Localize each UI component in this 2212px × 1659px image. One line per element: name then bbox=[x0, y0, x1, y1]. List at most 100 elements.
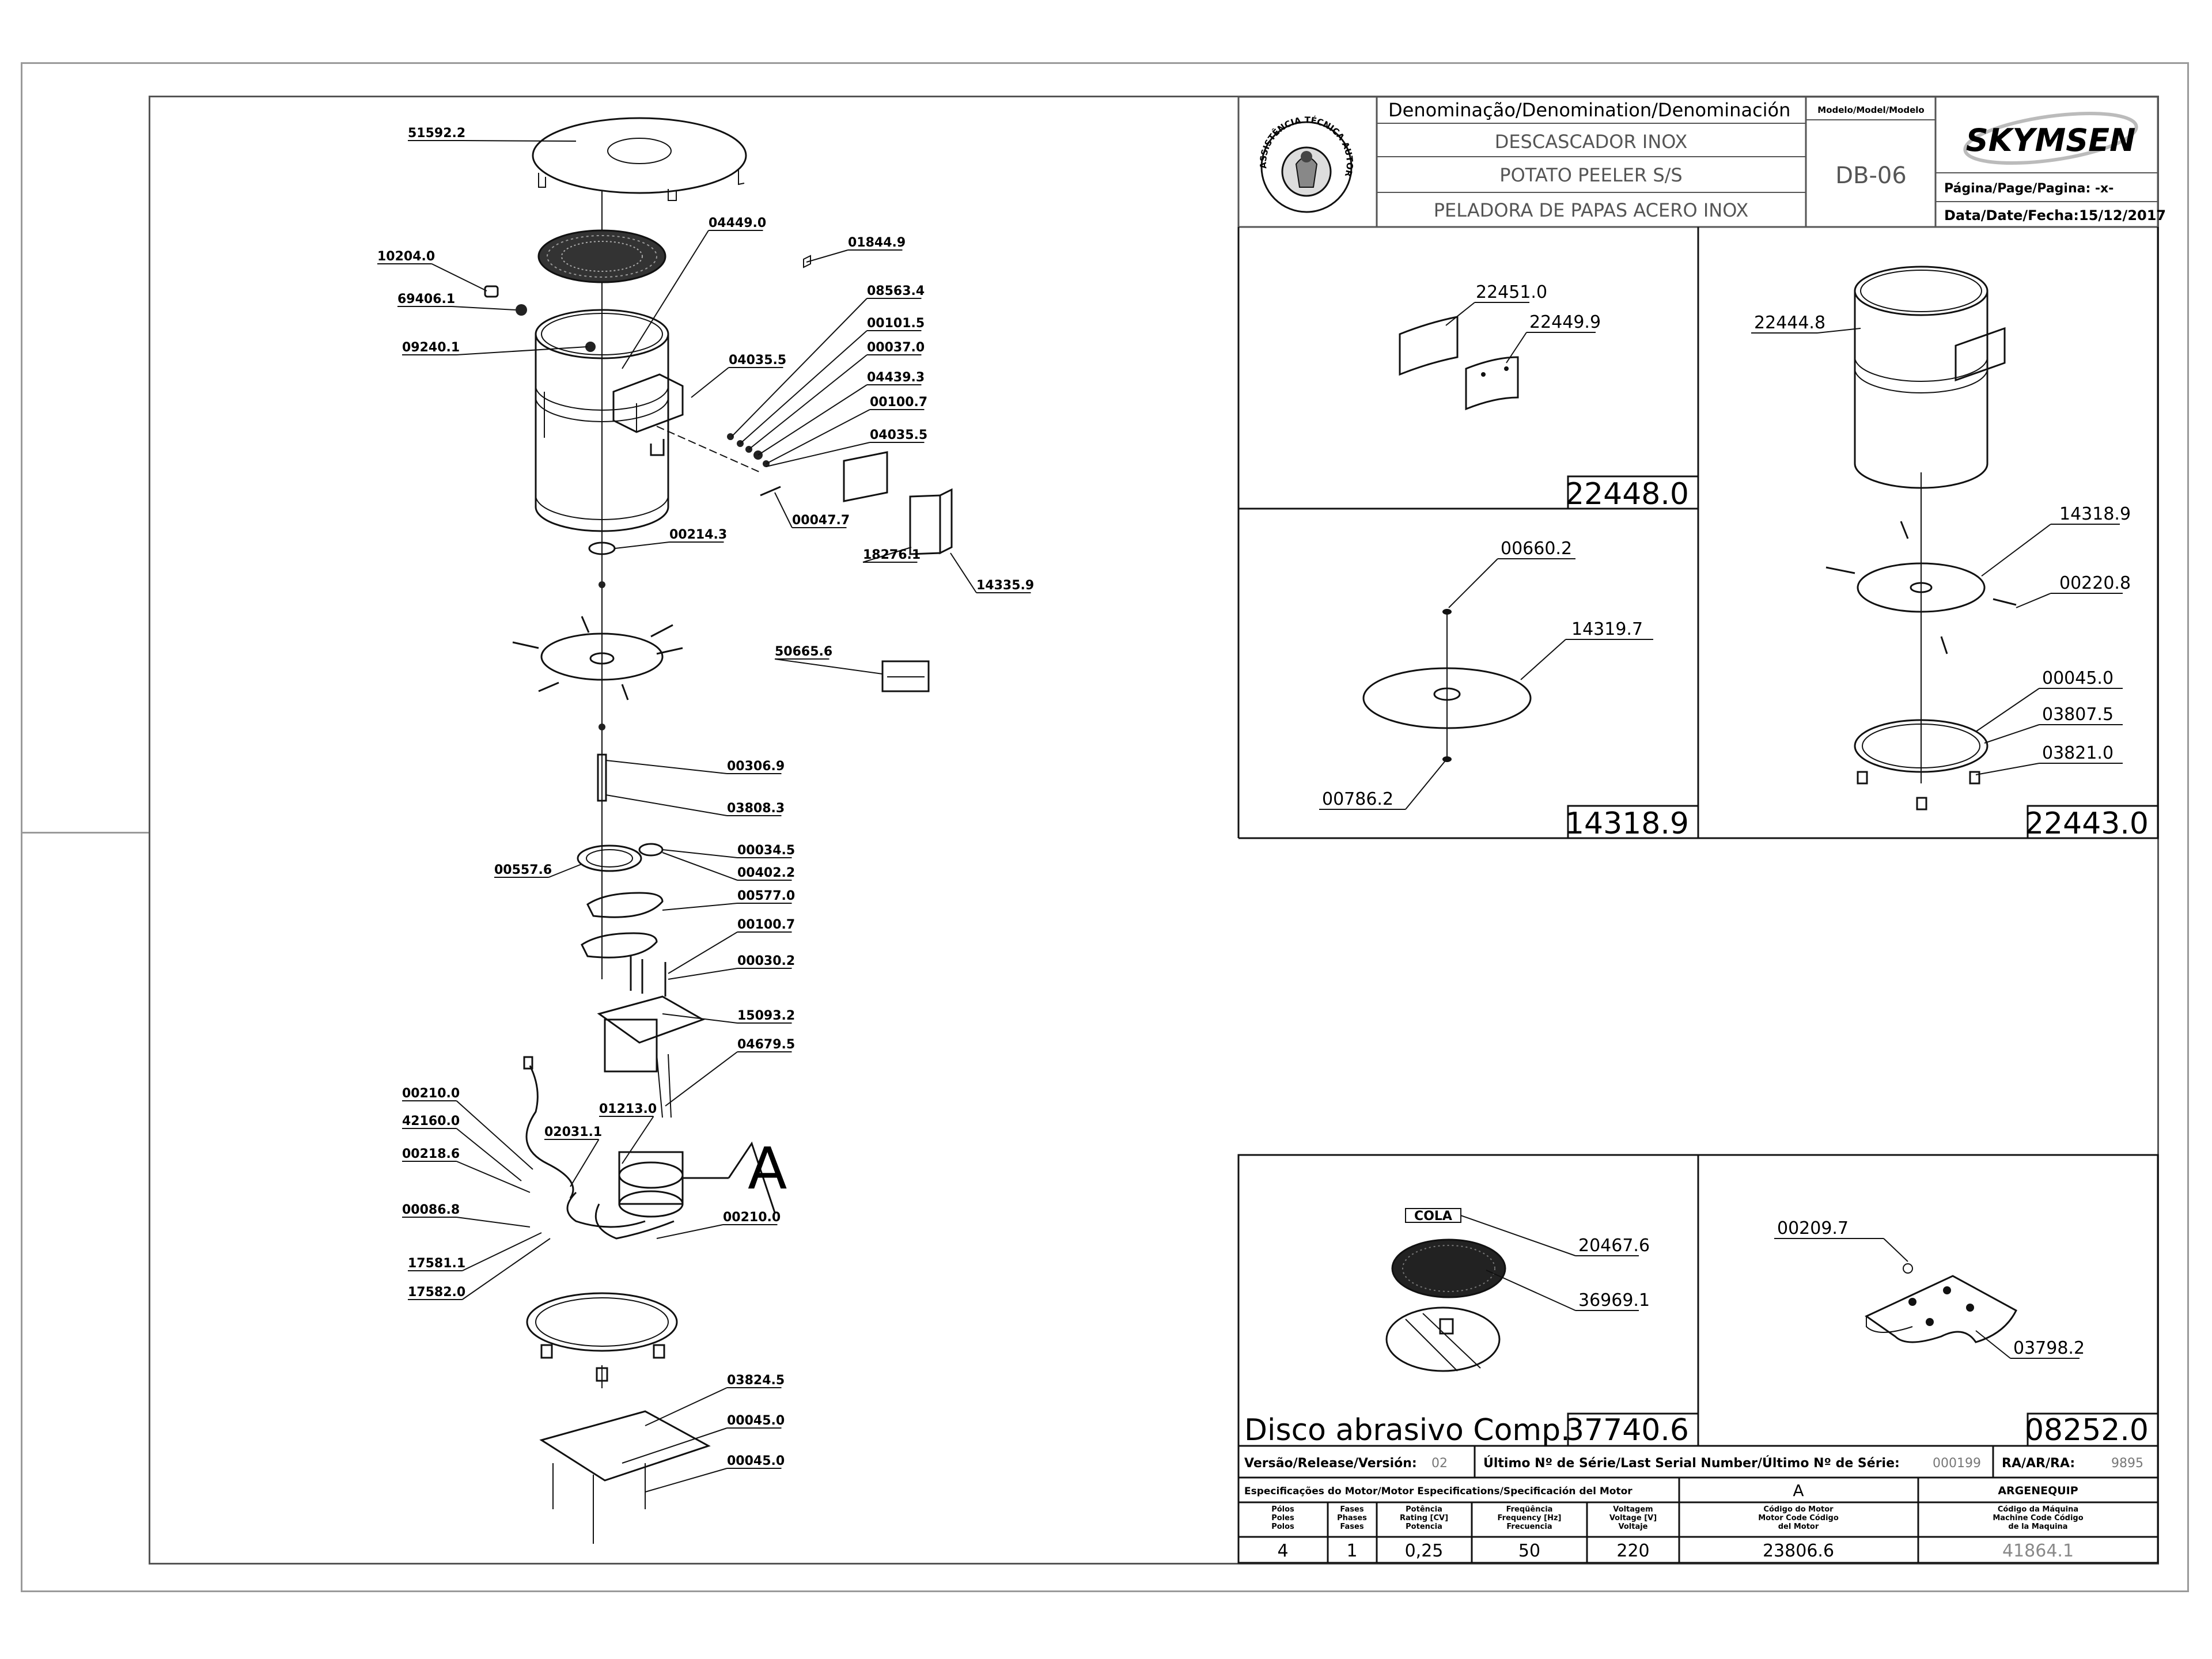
label-leader bbox=[806, 249, 849, 263]
label-leader bbox=[605, 794, 728, 816]
name-pt: DESCASCADOR INOX bbox=[1495, 131, 1688, 153]
main-label-15093-2: 15093.2 bbox=[737, 1009, 795, 1023]
main-label-04035-5: 04035.5 bbox=[729, 353, 786, 368]
model-value: DB-06 bbox=[1835, 162, 1907, 189]
main-label-00210-0: 00210.0 bbox=[402, 1086, 460, 1101]
main-label-00210-0: 00210.0 bbox=[723, 1210, 781, 1225]
authorized-seal: ASSISTÊNCIA TÉCNICA AUTORIZADA bbox=[0, 0, 1355, 213]
brand-name: SKYMSEN bbox=[1966, 122, 2136, 158]
detail-14318: 00660.2 14319.7 00786.2 14318.9 bbox=[1319, 539, 1689, 841]
label-leader bbox=[605, 760, 728, 774]
label-00660-2: 00660.2 bbox=[1501, 539, 1572, 559]
label-leader bbox=[662, 849, 738, 858]
main-label-group: 51592.210204.069406.109240.104449.001844… bbox=[377, 126, 1034, 1468]
motor-poles: 4 bbox=[1277, 1541, 1288, 1561]
label-leader bbox=[662, 1013, 738, 1024]
code-22448-0: 22448.0 bbox=[1565, 477, 1689, 512]
model-header: Modelo/Model/Modelo bbox=[1817, 105, 1924, 115]
label-03807-5: 03807.5 bbox=[2042, 704, 2113, 725]
machine-code: 41864.1 bbox=[2002, 1541, 2074, 1561]
motor-code: 23806.6 bbox=[1763, 1541, 1834, 1561]
denomination-header: Denominação/Denomination/Denominación bbox=[1388, 99, 1790, 121]
motor-phases: 1 bbox=[1346, 1541, 1357, 1561]
main-label-04439-3: 04439.3 bbox=[867, 370, 925, 385]
label-leader bbox=[645, 1387, 728, 1426]
exploded-view bbox=[484, 117, 953, 1544]
label-03798-2: 03798.2 bbox=[2013, 1338, 2085, 1358]
date-label: Data/Date/Fecha:15/12/2017 bbox=[1944, 207, 2166, 224]
lower-grid bbox=[1237, 1154, 2159, 1564]
page-label: Página/Page/Pagina: -x- bbox=[1944, 181, 2113, 196]
label-36969-1: 36969.1 bbox=[1578, 1290, 1650, 1310]
svg-text:ASSISTÊNCIA TÉCNICA AUTORIZADA: ASSISTÊNCIA TÉCNICA AUTORIZADA bbox=[0, 0, 1355, 178]
name-en: POTATO PEELER S/S bbox=[1499, 164, 1682, 186]
main-label-00030-2: 00030.2 bbox=[737, 954, 795, 968]
main-label-00086-8: 00086.8 bbox=[402, 1203, 460, 1217]
main-label-01844-9: 01844.9 bbox=[848, 236, 906, 250]
main-label-14335-9: 14335.9 bbox=[976, 578, 1034, 593]
label-14319-7: 14319.7 bbox=[1571, 619, 1643, 639]
label-00220-8: 00220.8 bbox=[2059, 573, 2131, 593]
main-label-04449-0: 04449.0 bbox=[709, 216, 766, 230]
main-label-00306-9: 00306.9 bbox=[727, 759, 785, 774]
disco-title: Disco abrasivo Comp. bbox=[1244, 1413, 1570, 1448]
main-label-00218-6: 00218.6 bbox=[402, 1147, 460, 1161]
label-leader bbox=[456, 1161, 531, 1193]
label-leader bbox=[548, 863, 582, 878]
ra-label: RA/AR/RA: bbox=[2002, 1456, 2075, 1471]
callout-a: A bbox=[748, 1135, 787, 1202]
label-leader bbox=[456, 1128, 522, 1181]
motor-frequency: 50 bbox=[1518, 1541, 1540, 1561]
label-leader bbox=[668, 931, 738, 974]
bowl-part bbox=[535, 309, 684, 532]
label-leader bbox=[740, 330, 868, 444]
motor-maker: ARGENEQUIP bbox=[1998, 1484, 2078, 1497]
label-00786-2: 00786.2 bbox=[1322, 789, 1393, 809]
label-leader bbox=[570, 1139, 600, 1187]
label-22444-8: 22444.8 bbox=[1754, 313, 1825, 333]
main-label-00045-0: 00045.0 bbox=[727, 1414, 785, 1428]
label-leader bbox=[656, 1224, 724, 1239]
label-leader bbox=[615, 541, 670, 549]
main-label-17582-0: 17582.0 bbox=[408, 1285, 465, 1300]
cola-label: COLA bbox=[1414, 1209, 1452, 1224]
main-label-00557-6: 00557.6 bbox=[494, 863, 552, 877]
detail-grid bbox=[1237, 227, 2159, 839]
label-leader bbox=[456, 1217, 531, 1228]
label-00045-0: 00045.0 bbox=[2042, 668, 2113, 688]
main-label-18276-1: 18276.1 bbox=[863, 548, 921, 562]
code-22443-0: 22443.0 bbox=[2025, 806, 2149, 841]
code-08252-0: 08252.0 bbox=[2025, 1413, 2149, 1448]
main-label-02031-1: 02031.1 bbox=[544, 1125, 602, 1139]
abrasive-disc-part bbox=[537, 229, 666, 283]
main-label-04035-5: 04035.5 bbox=[870, 428, 927, 442]
main-label-03824-5: 03824.5 bbox=[727, 1373, 785, 1388]
main-label-08563-4: 08563.4 bbox=[867, 284, 925, 298]
title-block: ASSISTÊNCIA TÉCNICA AUTORIZADA Denominaç… bbox=[0, 0, 2166, 228]
label-leader bbox=[862, 547, 912, 563]
label-14318-9: 14318.9 bbox=[2059, 504, 2131, 524]
main-label-04679-5: 04679.5 bbox=[737, 1037, 795, 1052]
label-leader bbox=[668, 968, 738, 980]
plate-part bbox=[512, 616, 683, 700]
label-leader bbox=[731, 298, 868, 437]
label-leader bbox=[461, 1238, 551, 1300]
main-label-00034-5: 00034.5 bbox=[737, 843, 795, 858]
main-label-00577-0: 00577.0 bbox=[737, 889, 795, 903]
release-value: 02 bbox=[1431, 1456, 1448, 1471]
main-label-00100-7: 00100.7 bbox=[737, 918, 795, 932]
label-leader bbox=[774, 658, 883, 675]
main-label-00214-3: 00214.3 bbox=[669, 528, 727, 542]
label-leader bbox=[950, 552, 977, 593]
main-label-69406-1: 69406.1 bbox=[397, 292, 455, 306]
lid-part bbox=[532, 117, 747, 201]
ra-value: 9895 bbox=[2111, 1456, 2143, 1471]
label-leader bbox=[456, 1100, 533, 1170]
detail-22448: 22451.0 22449.9 22448.0 bbox=[1399, 282, 1689, 512]
motor-part bbox=[618, 1141, 776, 1218]
seal-text: ASSISTÊNCIA TÉCNICA AUTORIZADA bbox=[0, 0, 1355, 178]
